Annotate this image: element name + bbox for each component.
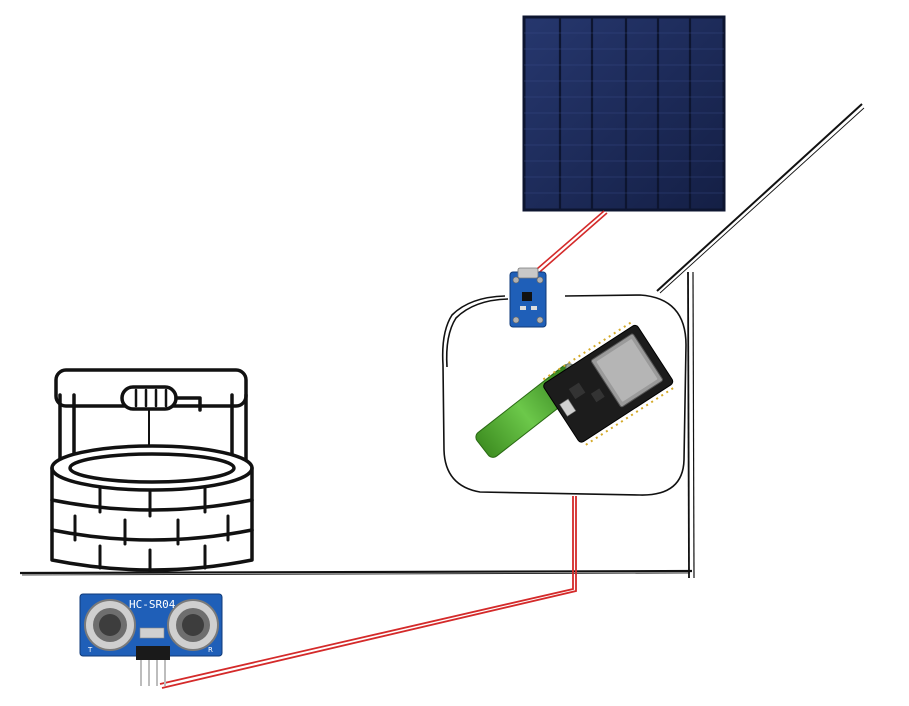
sensor-receive-label: R bbox=[208, 646, 213, 654]
solar-to-charger-wire bbox=[529, 210, 608, 278]
ultrasonic-sensor-icon: HC-SR04 T R bbox=[79, 593, 223, 686]
solar-panel-icon bbox=[522, 15, 726, 212]
controller-to-sensor-wire bbox=[159, 496, 577, 689]
esp32-board-icon bbox=[542, 321, 674, 446]
water-well-icon bbox=[50, 368, 254, 574]
house-outline bbox=[656, 103, 865, 579]
controller-enclosure bbox=[441, 294, 687, 496]
ground-line bbox=[19, 569, 693, 576]
charger-module-icon bbox=[509, 267, 547, 328]
sensor-transmit-label: T bbox=[87, 646, 93, 654]
sensor-model-label: HC-SR04 bbox=[129, 598, 176, 611]
